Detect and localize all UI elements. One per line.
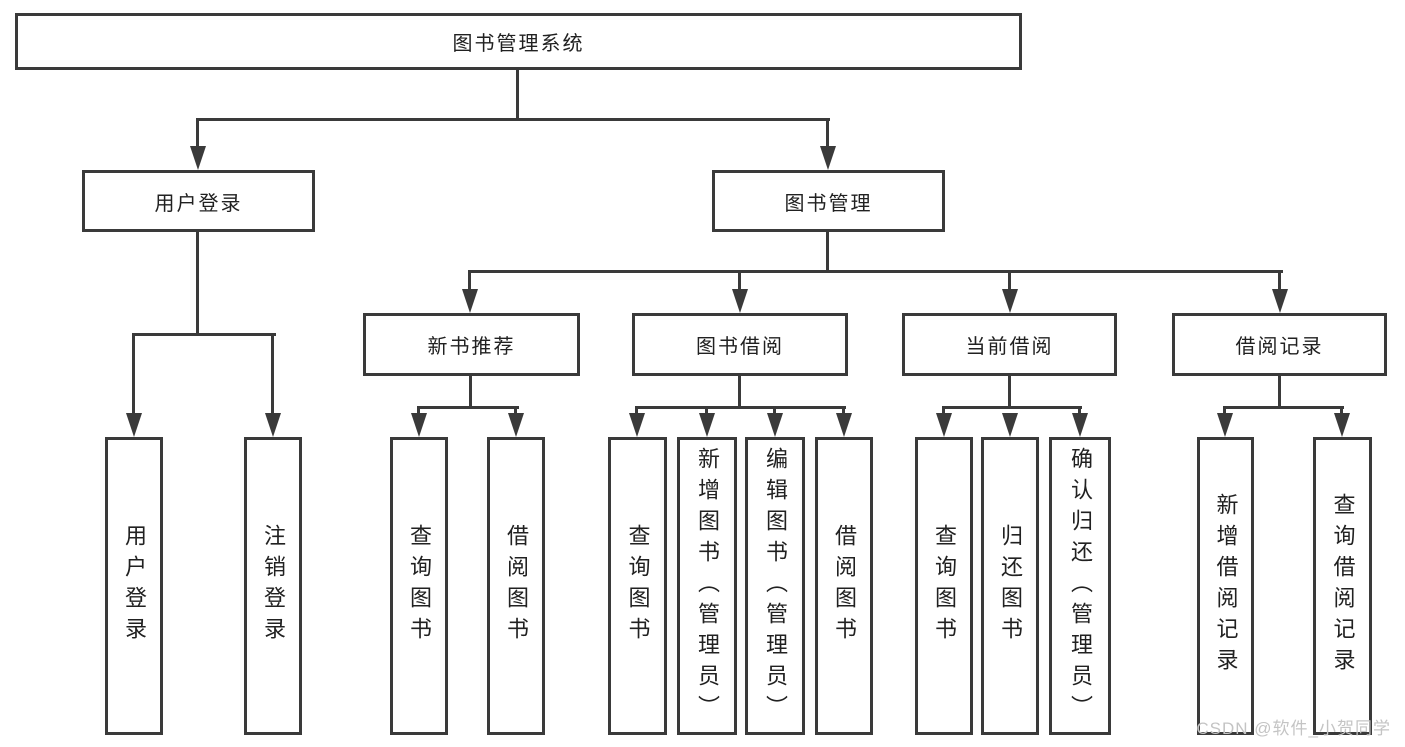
connector-line: [514, 406, 517, 416]
connector-line: [826, 118, 829, 148]
node-label: 编辑图书（管理员）: [763, 446, 788, 726]
leaf-cb-confirm-return-admin: 确认归还（管理员）: [1049, 437, 1111, 735]
connector-line: [468, 270, 1283, 273]
connector-line: [468, 270, 471, 291]
arrowhead-down-icon: [629, 413, 645, 437]
node-label: 确认归还（管理员）: [1068, 446, 1093, 726]
node-label: 新增图书（管理员）: [695, 446, 720, 726]
connector-line: [738, 270, 741, 291]
node-book-management: 图书管理: [712, 170, 945, 232]
arrowhead-down-icon: [1072, 413, 1088, 437]
arrowhead-down-icon: [936, 413, 952, 437]
connector-line: [1278, 376, 1281, 409]
leaf-bb-borrow-books: 借阅图书: [815, 437, 873, 735]
arrowhead-down-icon: [836, 413, 852, 437]
connector-line: [942, 406, 1082, 409]
connector-line: [942, 406, 945, 416]
connector-line: [271, 333, 274, 415]
arrowhead-down-icon: [1334, 413, 1350, 437]
arrowhead-down-icon: [265, 413, 281, 437]
arrowhead-down-icon: [820, 146, 836, 170]
connector-line: [1340, 406, 1343, 416]
node-label: 新增借阅记录: [1213, 493, 1239, 679]
connector-line: [196, 232, 199, 336]
leaf-bb-edit-books-admin: 编辑图书（管理员）: [745, 437, 805, 735]
leaf-br-query-record: 查询借阅记录: [1313, 437, 1372, 735]
connector-line: [196, 118, 830, 121]
arrowhead-down-icon: [732, 289, 748, 313]
node-label: 查询图书: [625, 524, 651, 648]
leaf-nr-borrow-books: 借阅图书: [487, 437, 545, 735]
leaf-cb-query-books: 查询图书: [915, 437, 973, 735]
node-book-borrow: 图书借阅: [632, 313, 848, 376]
connector-line: [132, 333, 276, 336]
node-label: 借阅记录: [1235, 336, 1324, 358]
node-label: 用户登录: [122, 524, 147, 648]
connector-line: [1008, 270, 1011, 291]
leaf-bb-add-books-admin: 新增图书（管理员）: [677, 437, 737, 735]
leaf-cb-return-books: 归还图书: [981, 437, 1039, 735]
connector-line: [1223, 406, 1226, 416]
connector-line: [705, 406, 708, 416]
node-label: 查询借阅记录: [1330, 493, 1356, 679]
node-current-borrow: 当前借阅: [902, 313, 1117, 376]
connector-line: [842, 406, 845, 416]
node-borrow-records: 借阅记录: [1172, 313, 1387, 376]
connector-line: [635, 406, 846, 409]
connector-line: [1278, 270, 1281, 291]
arrowhead-down-icon: [126, 413, 142, 437]
node-label: 图书借阅: [696, 336, 784, 358]
connector-line: [738, 376, 741, 409]
arrowhead-down-icon: [1272, 289, 1288, 313]
node-label: 图书管理: [784, 192, 873, 215]
arrowhead-down-icon: [508, 413, 524, 437]
leaf-logout: 注销登录: [244, 437, 302, 735]
node-library-system: 图书管理系统: [15, 13, 1022, 70]
arrowhead-down-icon: [462, 289, 478, 313]
arrowhead-down-icon: [1217, 413, 1233, 437]
watermark-text: CSDN @软件_小贺同学: [1196, 719, 1391, 738]
connector-line: [826, 232, 829, 273]
arrowhead-down-icon: [699, 413, 715, 437]
connector-line: [417, 406, 519, 409]
arrowhead-down-icon: [190, 146, 206, 170]
connector-line: [132, 333, 135, 415]
arrowhead-down-icon: [1002, 413, 1018, 437]
arrowhead-down-icon: [767, 413, 783, 437]
leaf-nr-query-books: 查询图书: [390, 437, 448, 735]
node-label: 新书推荐: [427, 336, 516, 358]
arrowhead-down-icon: [1002, 289, 1018, 313]
node-new-book-recommend: 新书推荐: [363, 313, 580, 376]
node-label: 归还图书: [998, 524, 1023, 648]
leaf-br-add-record: 新增借阅记录: [1197, 437, 1254, 735]
arrowhead-down-icon: [411, 413, 427, 437]
node-label: 查询图书: [407, 524, 432, 648]
connector-line: [417, 406, 420, 416]
node-label: 当前借阅: [965, 336, 1054, 358]
node-label: 注销登录: [261, 524, 286, 648]
node-label: 查询图书: [932, 524, 957, 648]
connector-line: [469, 376, 472, 409]
node-label: 借阅图书: [504, 524, 529, 648]
node-user-login: 用户登录: [82, 170, 315, 232]
leaf-user-login: 用户登录: [105, 437, 163, 735]
connector-line: [196, 118, 199, 148]
node-label: 用户登录: [154, 192, 243, 215]
connector-line: [635, 406, 638, 416]
connector-line: [1223, 406, 1344, 409]
node-label: 图书管理系统: [452, 33, 585, 55]
connector-line: [773, 406, 776, 416]
node-label: 借阅图书: [832, 524, 857, 648]
leaf-bb-query-books: 查询图书: [608, 437, 667, 735]
connector-line: [1008, 376, 1011, 409]
connector-line: [516, 69, 519, 120]
connector-line: [1078, 406, 1081, 416]
